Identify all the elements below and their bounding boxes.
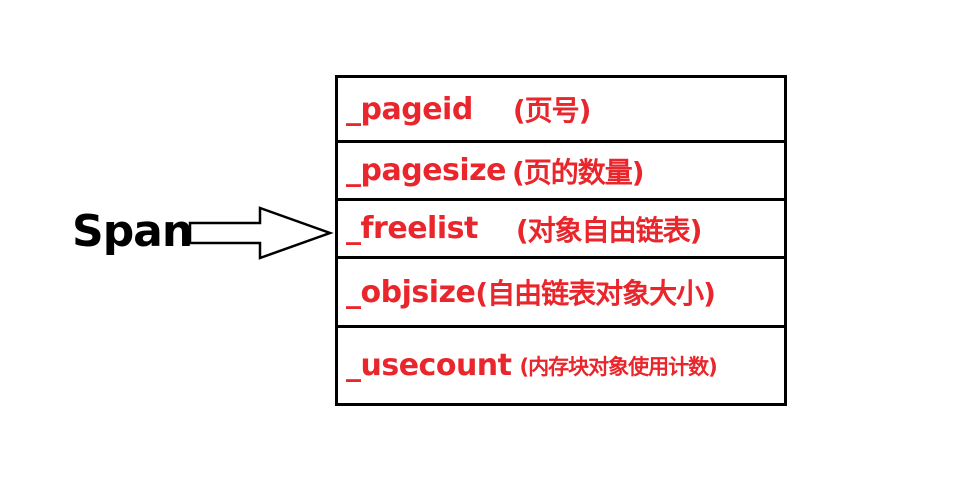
span-label: Span xyxy=(72,206,193,257)
row-divider xyxy=(338,325,784,328)
field-desc: (页号) xyxy=(512,94,592,127)
arrow-right-icon xyxy=(188,206,334,260)
field-name: _objsize xyxy=(346,274,476,310)
field-row-pagesize: _pagesize (页的数量) xyxy=(338,143,784,198)
field-desc: (页的数量) xyxy=(512,155,645,189)
field-name: _pagesize xyxy=(346,153,507,188)
field-desc: (对象自由链表) xyxy=(515,213,703,247)
field-row-usecount: _usecount (内存块对象使用计数) xyxy=(338,328,784,403)
field-desc: (自由链表对象大小) xyxy=(475,277,716,310)
field-row-freelist: _freelist (对象自由链表) xyxy=(338,201,784,256)
field-row-objsize: _objsize (自由链表对象大小) xyxy=(338,259,784,325)
row-divider xyxy=(338,198,784,201)
field-row-pageid: _pageid (页号) xyxy=(338,78,784,140)
row-divider xyxy=(338,256,784,259)
span-struct-box: _pageid (页号) _pagesize (页的数量) _freelist … xyxy=(335,75,787,406)
field-name: _usecount xyxy=(346,348,512,383)
field-name: _pageid xyxy=(346,91,473,127)
field-desc: (内存块对象使用计数) xyxy=(519,354,718,379)
field-name: _freelist xyxy=(346,211,478,246)
row-divider xyxy=(338,140,784,143)
